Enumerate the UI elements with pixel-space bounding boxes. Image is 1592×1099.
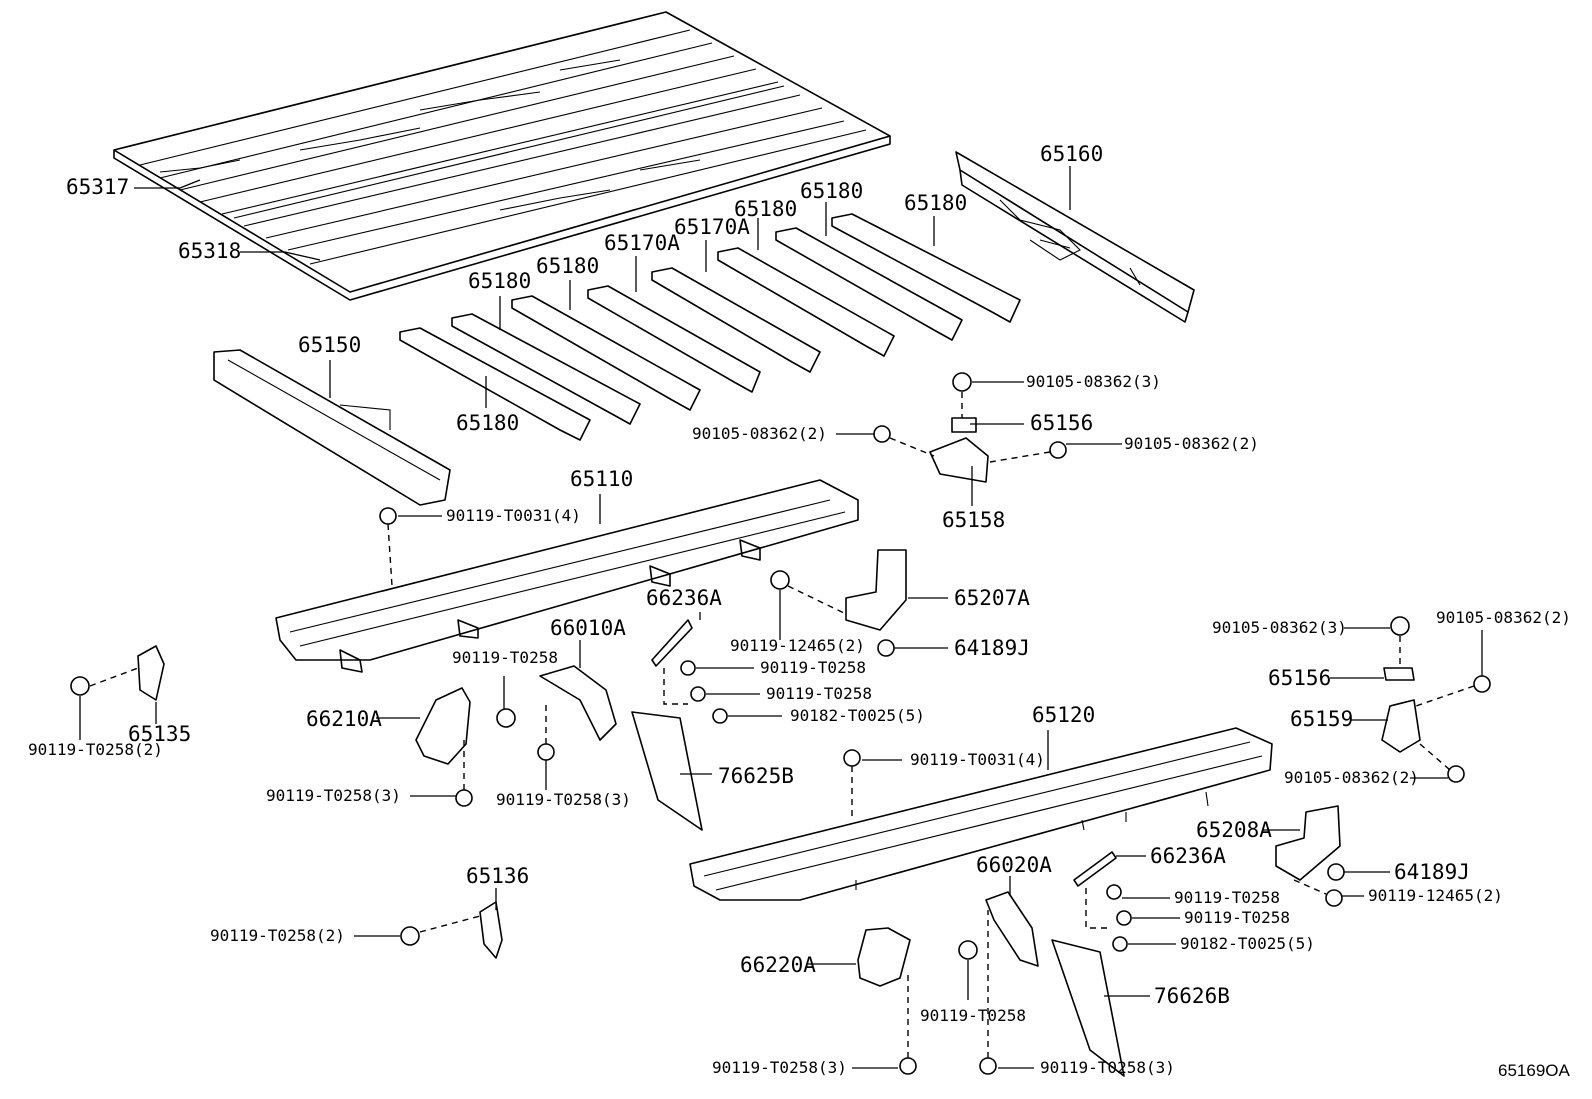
frame-rail-right-illustration bbox=[689, 727, 1273, 901]
bolt-icon bbox=[877, 639, 895, 657]
bolt-icon bbox=[899, 1057, 917, 1075]
callout-65317: 65317 bbox=[66, 175, 130, 199]
callout-65318: 65318 bbox=[178, 239, 242, 263]
callout-65159: 65159 bbox=[1290, 707, 1354, 731]
callout-66210A: 66210A bbox=[306, 707, 382, 731]
bracket-65159-illustration bbox=[1381, 616, 1491, 783]
callout-66220A: 66220A bbox=[740, 953, 816, 977]
bolt-icon bbox=[1327, 863, 1345, 881]
callout-65170A: 65170A bbox=[674, 215, 750, 239]
callout-66236A: 66236A bbox=[1150, 844, 1226, 868]
bolt-icon bbox=[1390, 616, 1410, 636]
callout-65120: 65120 bbox=[1032, 703, 1096, 727]
callout-64189J: 64189J bbox=[954, 636, 1030, 660]
callout-90105-08362-3: 90105-08362(3) bbox=[1212, 618, 1347, 637]
callout-90119-T0258-3: 90119-T0258(3) bbox=[266, 786, 401, 805]
callout-65180: 65180 bbox=[800, 179, 864, 203]
callout-90105-08362-2: 90105-08362(2) bbox=[1124, 434, 1259, 453]
side-rail-illustration bbox=[213, 349, 451, 506]
callout-65135: 65135 bbox=[128, 722, 192, 746]
bolt-icon bbox=[70, 676, 90, 696]
callout-65180: 65180 bbox=[468, 269, 532, 293]
bracket-65207a-illustration bbox=[770, 549, 907, 657]
callout-90119-T0258-2: 90119-T0258(2) bbox=[28, 740, 163, 759]
callout-90105-08362-3: 90105-08362(3) bbox=[1026, 372, 1161, 391]
bolt-icon bbox=[770, 570, 790, 590]
bolt-icon bbox=[537, 743, 555, 761]
callout-65207A: 65207A bbox=[954, 586, 1030, 610]
callout-90182-T0025-5: 90182-T0025(5) bbox=[1180, 934, 1315, 953]
callout-90119-T0031-4: 90119-T0031(4) bbox=[446, 506, 581, 525]
callout-65208A: 65208A bbox=[1196, 818, 1272, 842]
bolt-icon bbox=[1473, 675, 1491, 693]
callout-65180: 65180 bbox=[904, 191, 968, 215]
bolt-icon bbox=[1447, 765, 1465, 783]
callout-90105-08362-2: 90105-08362(2) bbox=[1436, 608, 1571, 627]
mudguard-right-illustration bbox=[379, 507, 1132, 1077]
callout-65150: 65150 bbox=[298, 333, 362, 357]
bracket-65135-illustration bbox=[70, 645, 165, 701]
bolt-icon bbox=[843, 749, 861, 767]
bolt-icon bbox=[455, 789, 473, 807]
callout-65156: 65156 bbox=[1268, 666, 1332, 690]
bolt-icon bbox=[979, 1057, 997, 1075]
bracket-65136-illustration bbox=[400, 901, 503, 959]
callout-90119-T0258: 90119-T0258 bbox=[766, 684, 872, 703]
leader-lines bbox=[79, 166, 1483, 1069]
bolt-icon bbox=[712, 708, 728, 724]
rear-crossmember-illustration bbox=[955, 151, 1195, 323]
callout-65180: 65180 bbox=[456, 411, 520, 435]
bolt-icon bbox=[1112, 936, 1128, 952]
bolt-icon bbox=[873, 425, 891, 443]
callout-76626B: 76626B bbox=[1154, 984, 1230, 1008]
callout-90182-T0025-5: 90182-T0025(5) bbox=[790, 706, 925, 725]
callout-90119-12465-2: 90119-12465(2) bbox=[1368, 886, 1503, 905]
callout-65180: 65180 bbox=[734, 197, 798, 221]
callout-76625B: 76625B bbox=[718, 764, 794, 788]
callout-66010A: 66010A bbox=[550, 616, 626, 640]
callout-90119-T0258: 90119-T0258 bbox=[760, 658, 866, 677]
callout-90119-T0258-3: 90119-T0258(3) bbox=[712, 1058, 847, 1077]
callout-90119-T0258-2: 90119-T0258(2) bbox=[210, 926, 345, 945]
callout-90119-12465-2: 90119-12465(2) bbox=[730, 636, 865, 655]
crossmember-sills-illustration bbox=[399, 213, 1021, 441]
callout-90119-T0258-3: 90119-T0258(3) bbox=[1040, 1058, 1175, 1077]
bolt-icon bbox=[690, 686, 706, 702]
bolt-icon bbox=[952, 372, 972, 392]
callout-90119-T0258: 90119-T0258 bbox=[1184, 908, 1290, 927]
callout-65160: 65160 bbox=[1040, 142, 1104, 166]
bolt-icon bbox=[1106, 884, 1122, 900]
callout-90119-T0258: 90119-T0258 bbox=[1174, 888, 1280, 907]
callout-65170A: 65170A bbox=[604, 231, 680, 255]
frame-rail-left-illustration bbox=[275, 479, 859, 673]
bolt-icon bbox=[680, 660, 696, 676]
callout-90105-08362-2: 90105-08362(2) bbox=[692, 424, 827, 443]
bolt-icon bbox=[1049, 441, 1067, 459]
bracket-65158-illustration bbox=[873, 372, 1067, 483]
callout-90105-08362-2: 90105-08362(2) bbox=[1284, 768, 1419, 787]
bolt-icon bbox=[400, 926, 420, 946]
bolt-icon bbox=[379, 507, 397, 525]
bolt-icon bbox=[496, 708, 516, 728]
callout-65136: 65136 bbox=[466, 864, 530, 888]
callout-64189J: 64189J bbox=[1394, 860, 1470, 884]
bolt-icon bbox=[1325, 889, 1343, 907]
callout-66236A: 66236A bbox=[646, 586, 722, 610]
callout-65180: 65180 bbox=[536, 254, 600, 278]
bolt-icon bbox=[1116, 910, 1132, 926]
bolt-icon bbox=[958, 940, 978, 960]
callout-90119-T0031-4: 90119-T0031(4) bbox=[910, 750, 1045, 769]
bed-floor-panel-illustration bbox=[113, 11, 891, 301]
callout-90119-T0258: 90119-T0258 bbox=[920, 1006, 1026, 1025]
figure-id: 65169OA bbox=[1498, 1061, 1570, 1080]
callout-65110: 65110 bbox=[570, 467, 634, 491]
bracket-65208a-illustration bbox=[1275, 805, 1345, 907]
mudguard-left-illustration bbox=[415, 619, 728, 831]
callout-65158: 65158 bbox=[942, 508, 1006, 532]
callout-90119-T0258: 90119-T0258 bbox=[452, 648, 558, 667]
callout-90119-T0258-3: 90119-T0258(3) bbox=[496, 790, 631, 809]
callout-66020A: 66020A bbox=[976, 853, 1052, 877]
callout-65156: 65156 bbox=[1030, 411, 1094, 435]
